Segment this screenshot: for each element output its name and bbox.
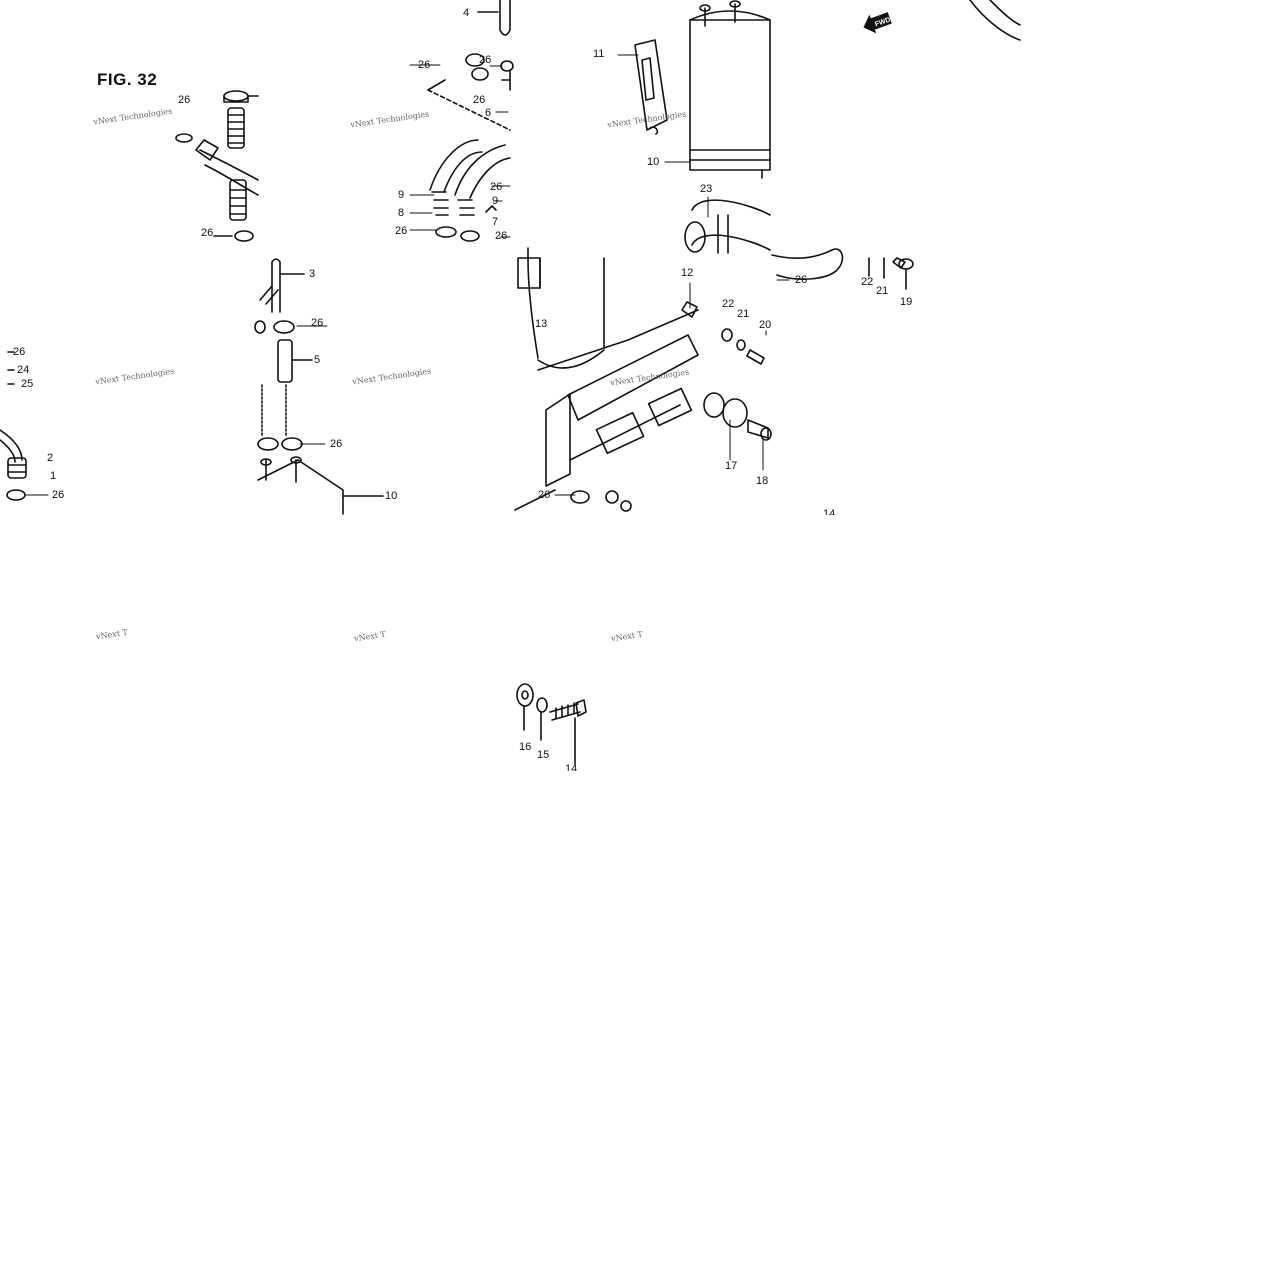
callout-24: 24 [17,364,30,376]
callout-5: 5 [314,354,321,366]
callout-9: 9 [492,195,499,207]
callout-4: 4 [463,7,470,19]
callout-10: 10 [385,490,398,502]
figure-title: FIG. 32 [97,70,158,89]
callout-2: 2 [47,452,54,464]
callout-26: 26 [495,230,508,242]
fwd-area [771,0,1021,290]
bracket-center [514,247,772,512]
callout-6: 6 [485,107,492,119]
canister-top [634,0,771,254]
callout-1: 1 [50,470,57,482]
callout-8: 8 [398,207,405,219]
hose-assembly-lower-left [0,351,27,501]
callout-22: 22 [861,276,874,288]
callout-14-cut: 14 [823,509,836,515]
leader-lines [25,54,790,496]
callout-11: 11 [593,48,605,60]
callout-26: 26 [479,54,492,66]
callout-26: 26 [473,94,486,106]
callout-14: 14 [565,764,578,771]
callout-13: 13 [535,318,548,330]
callout-10: 10 [647,156,660,168]
callout-26: 26 [13,346,26,358]
callout-26: 26 [490,181,503,193]
callout-15: 15 [537,749,550,761]
callout-21: 21 [876,285,889,297]
callout-26: 26 [178,94,191,106]
fwd-arrow-icon: FWD [863,12,892,34]
callout-3: 3 [309,268,316,280]
tile-mask-bottom [0,770,1285,1285]
callout-26: 26 [330,438,343,450]
callout-7: 7 [492,216,499,228]
callout-26: 26 [795,274,808,286]
callout-16: 16 [519,741,532,753]
tile-mask-right-top [1030,0,1285,256]
callout-19: 19 [900,296,913,308]
callout-18: 18 [756,475,769,487]
callout-26: 26 [395,225,408,237]
callout-22: 22 [722,298,735,310]
hose-assembly-left [175,90,259,242]
callout-26: 26 [538,489,551,501]
canister-middle [254,258,384,515]
tile-mask-right-mid [772,310,1285,520]
callout-20: 20 [759,319,772,331]
hose-assembly-middle [427,0,514,242]
callout-26: 26 [418,59,431,71]
callout-23: 23 [700,183,713,195]
callout-25: 25 [21,378,34,390]
callout-26: 26 [201,227,214,239]
callout-21: 21 [737,308,750,320]
callout-9: 9 [398,189,405,201]
callout-26: 26 [52,489,65,501]
bolt-washers-lower [516,683,587,765]
callout-12: 12 [681,267,694,279]
callout-26: 26 [311,317,324,329]
callout-17: 17 [725,460,738,472]
